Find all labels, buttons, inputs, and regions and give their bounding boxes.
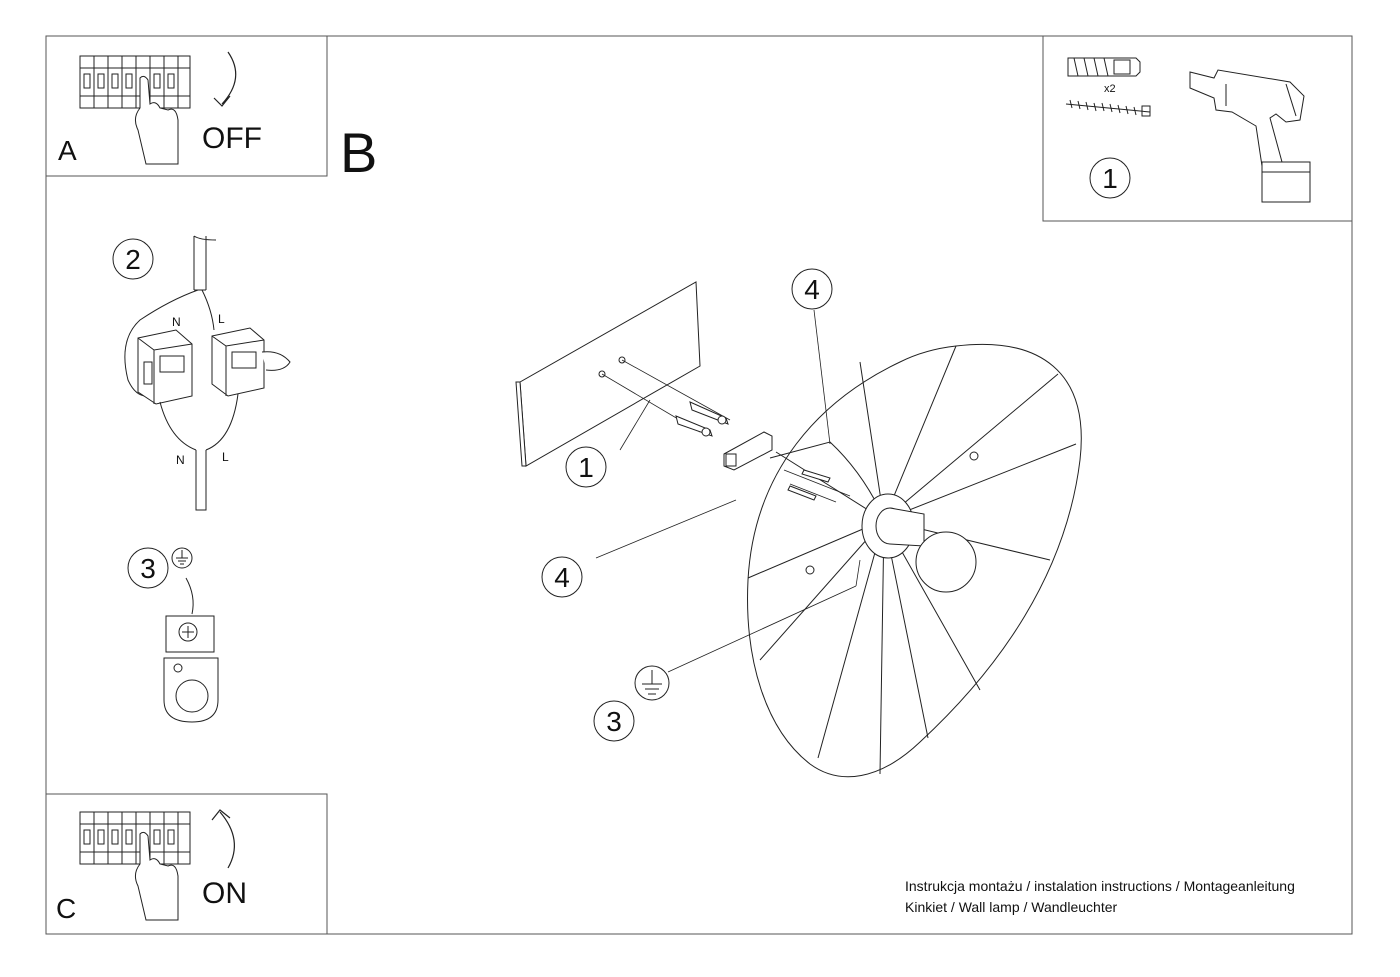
arrow-icon (213, 51, 237, 107)
drill-icon (1189, 69, 1311, 203)
terminal-block-icon (137, 329, 193, 405)
wall-anchor-icon (675, 401, 729, 437)
ground-symbol-icon (634, 665, 670, 701)
wire-l-top: L (218, 312, 225, 326)
ground-detail: 3 (127, 547, 219, 723)
wiring-diagram: 2 N L N L (112, 235, 291, 511)
wire-l-bottom: L (222, 450, 229, 464)
bulb-icon (915, 531, 977, 593)
main-plate-step-number: 1 (578, 452, 594, 483)
ground-symbol-icon (171, 547, 193, 569)
wire-n-bottom: N (176, 453, 185, 467)
lamp-socket (861, 493, 925, 559)
panel-c-action: ON (202, 877, 247, 910)
outer-frame (45, 35, 1353, 935)
shade (747, 343, 1082, 778)
panel-a-letter: A (58, 135, 77, 166)
mounting-plate (515, 281, 701, 467)
wall-anchor-icon (1067, 57, 1141, 77)
main-ground-step-number: 3 (606, 706, 622, 737)
anchor-qty: x2 (1104, 83, 1116, 95)
footer-line-2: Kinkiet / Wall lamp / Wandleuchter (905, 899, 1118, 915)
wiring-step-number: 2 (125, 244, 141, 275)
wire-n-top: N (172, 315, 181, 329)
tools-panel: x2 1 (1042, 35, 1353, 222)
arrow-icon (211, 809, 235, 869)
panel-a-action: OFF (202, 122, 262, 155)
panel-c: C ON (45, 793, 328, 935)
screw-icon (1065, 99, 1151, 117)
hand-icon (134, 75, 179, 165)
breaker-panel-icon (79, 55, 191, 109)
ground-step-number: 3 (140, 553, 156, 584)
breaker-panel-icon (79, 811, 191, 865)
hand-icon (134, 831, 179, 921)
tools-step-number: 1 (1102, 163, 1118, 194)
terminal-block-icon (211, 327, 291, 397)
footer-line-1: Instrukcja montażu / instalation instruc… (905, 878, 1295, 894)
panel-c-letter: C (56, 893, 76, 924)
footer: Instrukcja montażu / instalation instruc… (905, 876, 1295, 918)
panel-b-letter: B (340, 121, 377, 184)
main-shade-left-step-number: 4 (554, 562, 570, 593)
bracket (723, 431, 773, 471)
panel-a: A OFF (45, 35, 328, 177)
main-shade-top-step-number: 4 (804, 274, 820, 305)
main-exploded-view: 1 4 4 (515, 268, 1082, 778)
